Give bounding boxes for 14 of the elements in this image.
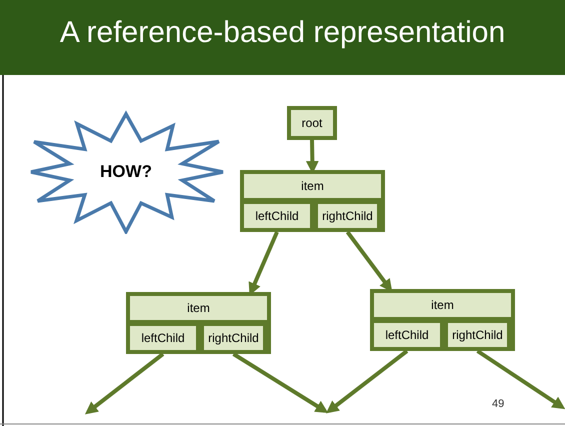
arrow xyxy=(232,352,328,414)
root-box: root xyxy=(287,106,337,140)
page-number: 49 xyxy=(492,398,504,410)
arrow xyxy=(476,349,565,410)
arrow xyxy=(326,349,408,414)
record-label: item xyxy=(301,179,324,193)
record-label: item xyxy=(187,301,210,315)
record-label: item xyxy=(431,298,454,312)
record-box xyxy=(240,170,385,232)
arrow xyxy=(84,352,164,414)
callout-text: HOW? xyxy=(99,162,153,182)
record-box xyxy=(370,289,515,351)
record-box xyxy=(126,292,271,354)
slide-title: A reference-based representation xyxy=(58,16,506,50)
